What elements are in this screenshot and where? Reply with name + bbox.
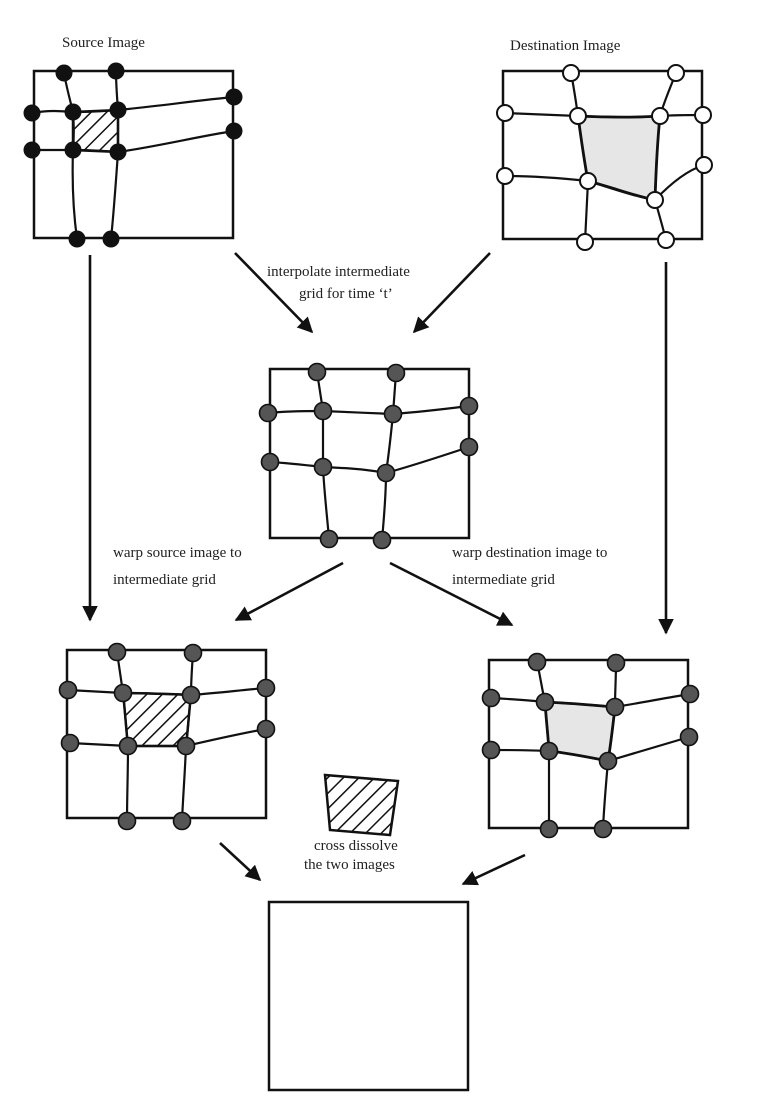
arrows [82,252,674,886]
source-image-label: Source Image [62,35,145,51]
intermediate-point [307,362,327,382]
warped-source-point [256,719,276,739]
warped-source-panel [58,642,276,831]
intermediate-point [319,529,339,549]
warped-destination-control-points [481,652,700,839]
warped-destination-point [606,653,626,673]
cross-dissolve-label-line2: the two images [304,857,395,873]
warped-source-hatched-cell [121,691,193,748]
warped-source-point [183,643,203,663]
source-point [23,104,41,122]
warped-source-point [181,685,201,705]
destination-grid-lines [504,72,705,243]
warped-source-control-points [58,642,276,831]
destination-point [657,231,675,249]
intermediate-point [372,530,392,550]
intermediate-grid-lines [267,371,470,541]
warped-destination-point [680,684,700,704]
interpolate-label-line1: interpolate intermediate [267,264,410,280]
result-frame [267,900,470,1092]
warped-source-point [118,736,138,756]
intermediate-point [386,363,406,383]
intermediate-point [258,403,278,423]
destination-point [496,104,514,122]
warped-source-grid-lines [67,651,267,822]
arrow-warp-destination-to-result [461,853,526,886]
destination-point [667,64,685,82]
intermediate-grid-panel [258,362,479,550]
warped-destination-point [539,741,559,761]
source-point [64,141,82,159]
result-blended-cell [323,773,400,837]
warped-source-point [176,736,196,756]
destination-point [579,172,597,190]
warped-source-point [58,680,78,700]
destination-image-panel: Destination Image [496,38,713,251]
intermediate-point [459,396,479,416]
destination-control-points [496,64,713,251]
warped-destination-point [605,697,625,717]
warped-source-point [113,683,133,703]
warped-source-point [60,733,80,753]
warped-destination-point [539,819,559,839]
arrow-destination-to-intermediate [412,252,491,334]
intermediate-frame [268,367,471,540]
warped-destination-point [598,751,618,771]
source-point [64,103,82,121]
warped-destination-point [593,819,613,839]
interpolate-label-line2: grid for time ‘t’ [299,286,393,302]
source-point [107,62,125,80]
source-point [68,230,86,248]
destination-point [694,106,712,124]
source-point [102,230,120,248]
warped-destination-point [481,740,501,760]
source-image-panel: Source Image [23,35,243,248]
warped-destination-point [535,692,555,712]
warped-source-point [172,811,192,831]
destination-point [576,233,594,251]
destination-point [562,64,580,82]
intermediate-point [376,463,396,483]
source-point [225,88,243,106]
source-grid-lines [31,70,235,240]
result-panel [267,773,470,1092]
source-point [23,141,41,159]
warp-destination-label-line2: intermediate grid [452,572,555,588]
warped-destination-point [527,652,547,672]
warped-source-point [107,642,127,662]
source-point [109,101,127,119]
destination-point [651,107,669,125]
destination-point [569,107,587,125]
arrow-intermediate-to-warp-source [234,561,344,622]
warped-destination-panel [481,652,700,839]
source-frame [32,69,235,240]
intermediate-point [459,437,479,457]
destination-point [496,167,514,185]
warped-source-point [117,811,137,831]
destination-point [695,156,713,174]
arrow-intermediate-to-warp-destination [389,561,514,627]
source-point [225,122,243,140]
warped-destination-grid-lines [490,661,691,830]
intermediate-point [313,457,333,477]
warped-destination-point [481,688,501,708]
intermediate-point [260,452,280,472]
intermediate-control-points [258,362,479,550]
intermediate-point [383,404,403,424]
arrow-source-to-intermediate [234,252,314,334]
warp-source-label-line2: intermediate grid [113,572,216,588]
cross-dissolve-label-line1: cross dissolve [314,838,398,854]
warped-destination-point [679,727,699,747]
destination-point [646,191,664,209]
intermediate-point [313,401,333,421]
warp-source-label-line1: warp source image to [113,545,242,561]
warp-destination-label-line1: warp destination image to [452,545,607,561]
source-point [109,143,127,161]
arrow-warp-source-to-result [219,842,262,882]
source-point [55,64,73,82]
destination-image-label: Destination Image [510,38,621,54]
source-control-points [23,62,243,248]
warped-source-point [256,678,276,698]
